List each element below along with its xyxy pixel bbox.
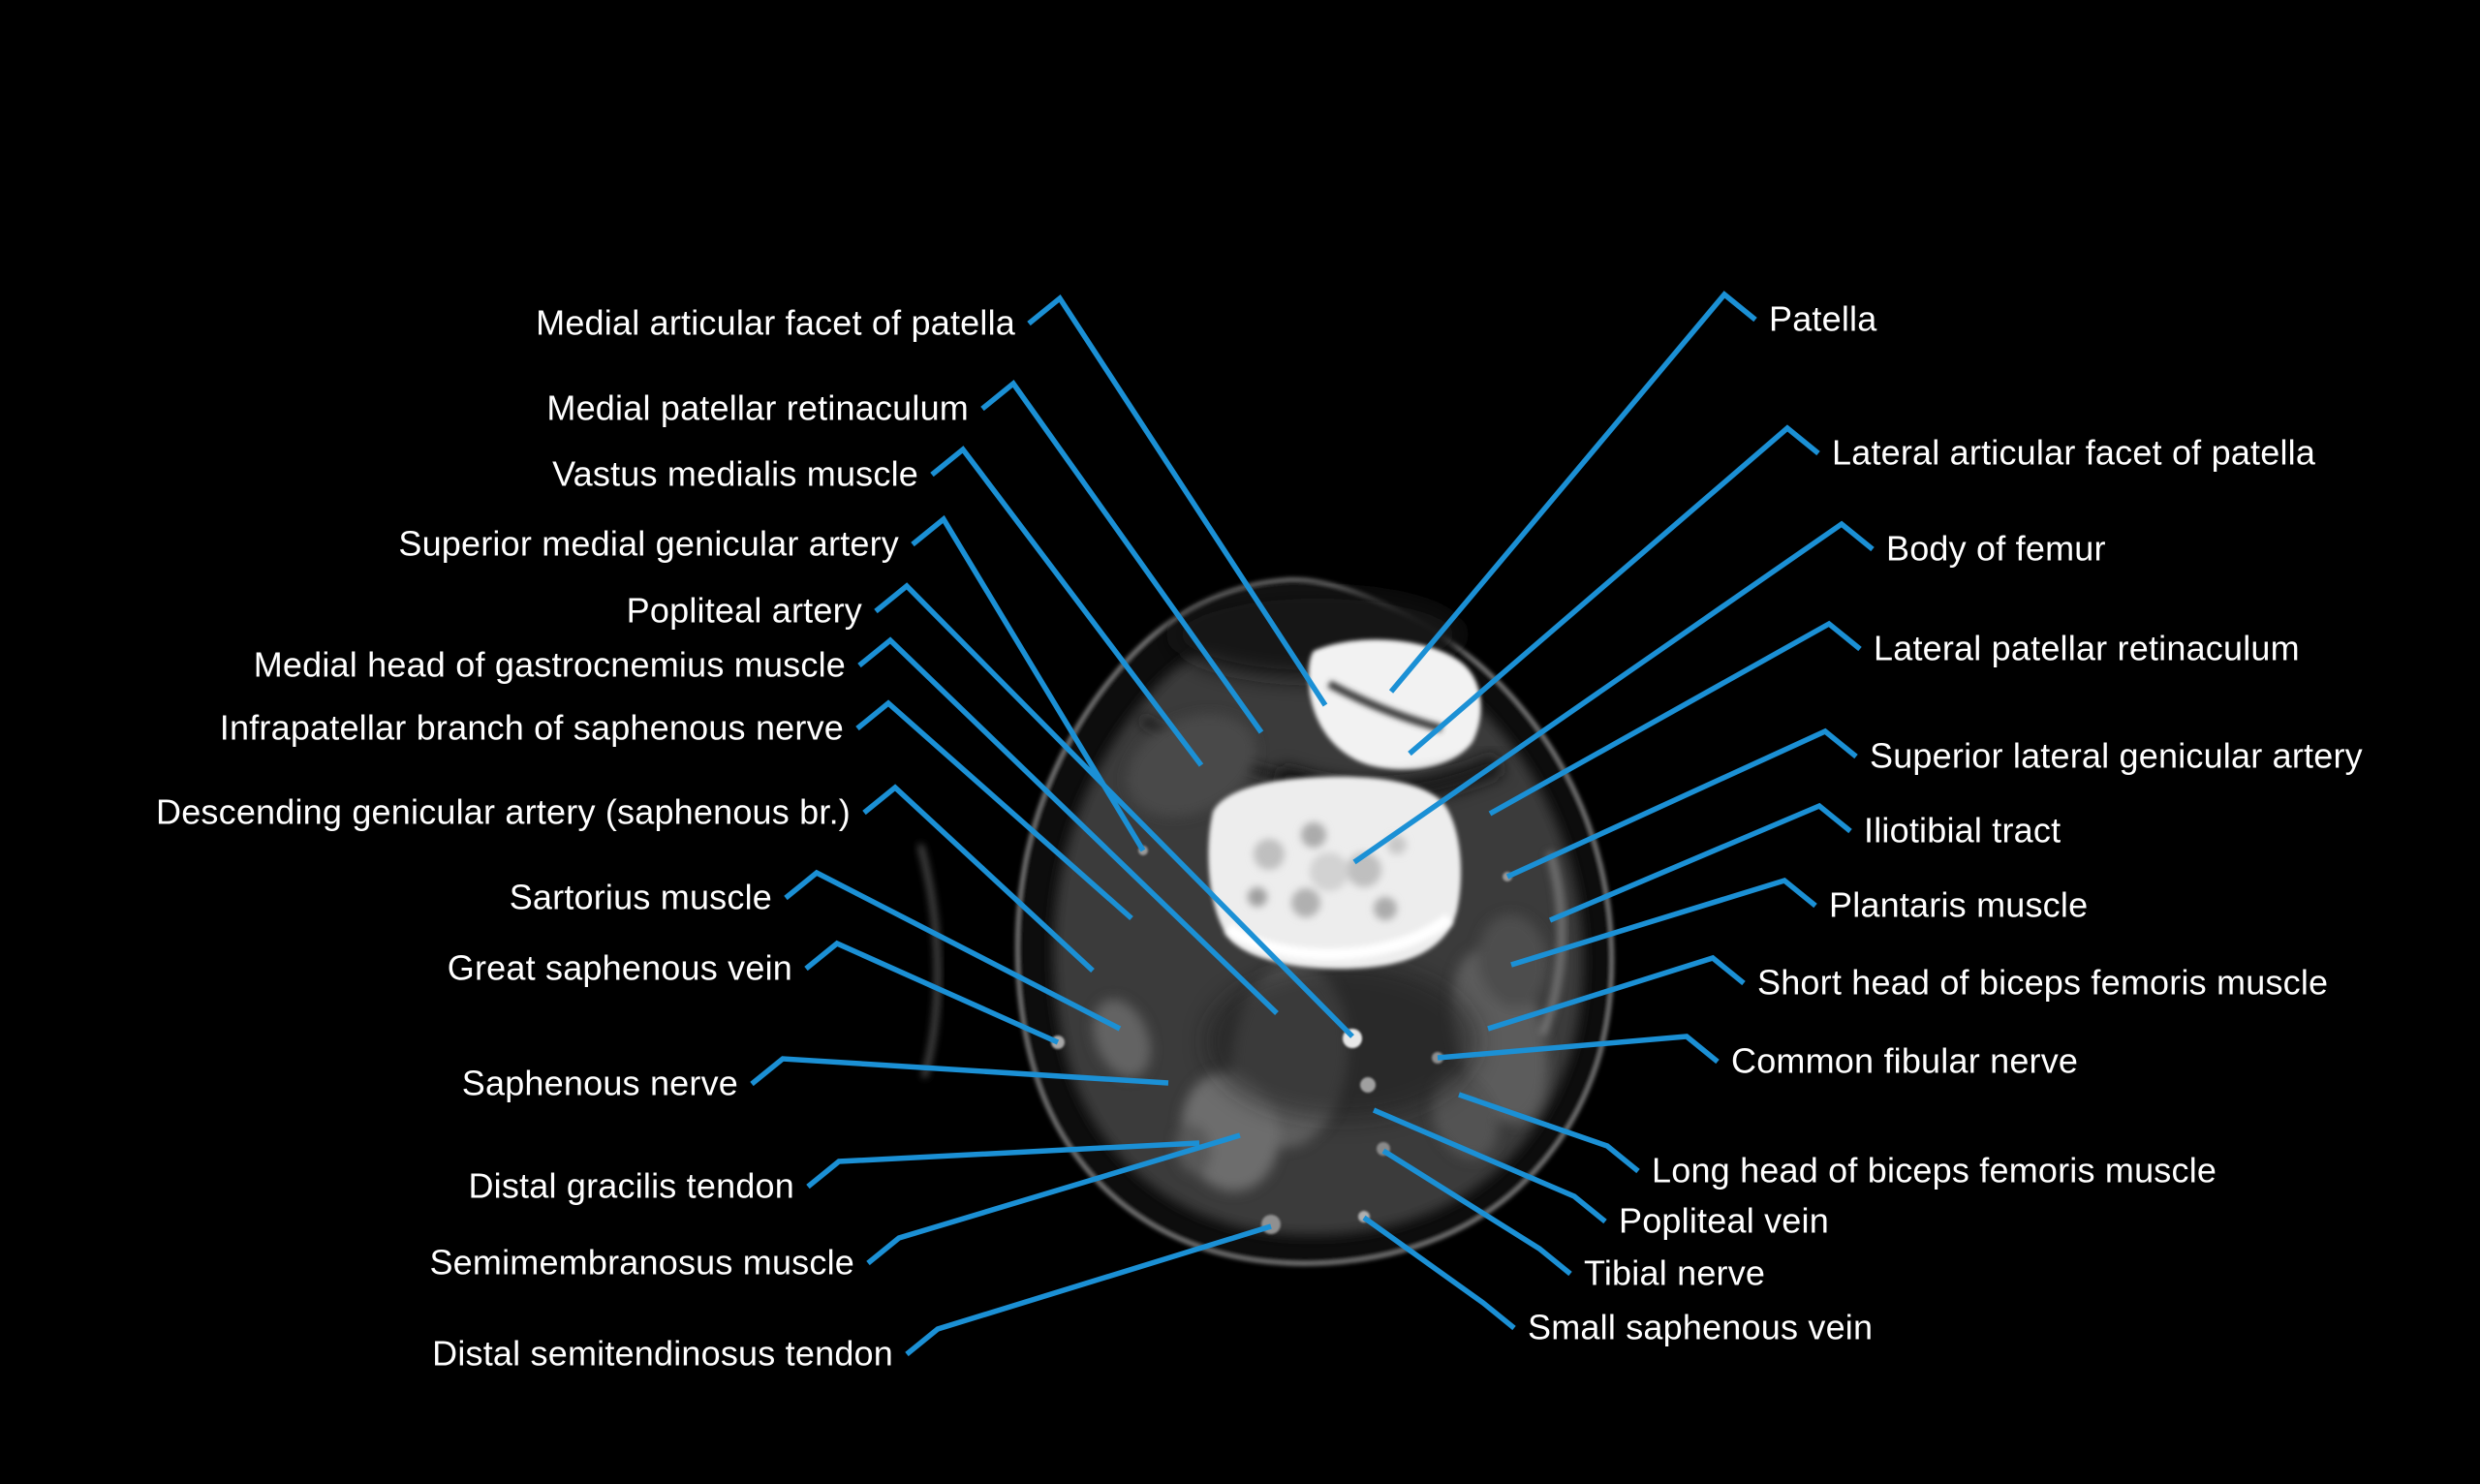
leader-line-short-head-of-biceps-femoris-muscle bbox=[1487, 954, 1746, 1032]
leader-line-superior-medial-genicular-artery bbox=[911, 514, 1146, 852]
leader-lines bbox=[750, 291, 1875, 1357]
leader-line-distal-semitendinosus-tendon bbox=[905, 1223, 1272, 1357]
leader-line-descending-genicular-artery-saphenous-br bbox=[862, 784, 1095, 974]
leader-line-small-saphenous-vein bbox=[1362, 1215, 1516, 1331]
leader-line-plantaris-muscle bbox=[1510, 877, 1817, 968]
contralateral-skin-arc bbox=[917, 844, 941, 1078]
leader-line-saphenous-nerve bbox=[750, 1056, 1169, 1087]
popliteal-vein-dot bbox=[1360, 1077, 1376, 1093]
vastus-medialis-muscle bbox=[1127, 714, 1256, 817]
leader-line-popliteal-artery bbox=[874, 582, 1354, 1038]
leader-line-medial-articular-facet-of-patella bbox=[1027, 294, 1328, 707]
sartorius-muscle bbox=[1093, 999, 1151, 1078]
leader-line-sartorius-muscle bbox=[784, 869, 1122, 1032]
iliotibial-tract-band bbox=[1538, 850, 1566, 1036]
leader-line-superior-lateral-genicular-artery bbox=[1505, 727, 1858, 880]
leader-line-vastus-medialis-muscle bbox=[930, 446, 1204, 767]
leader-line-tibial-nerve bbox=[1381, 1148, 1572, 1277]
leader-line-medial-patellar-retinaculum bbox=[980, 380, 1264, 734]
leader-line-lateral-patellar-retinaculum bbox=[1488, 620, 1862, 817]
leader-line-semimembranosus-muscle bbox=[866, 1132, 1241, 1266]
leader-line-medial-head-of-gastrocnemius-muscle bbox=[857, 636, 1279, 1015]
ct-knee-cross-section bbox=[917, 577, 1614, 1266]
patella-bone bbox=[1308, 639, 1481, 770]
patellar-ridge-cleft bbox=[1327, 680, 1443, 732]
biceps-femoris-long-head bbox=[1431, 1072, 1499, 1159]
leader-line-distal-gracilis-tendon bbox=[806, 1140, 1200, 1190]
femoral-cortex-rim bbox=[1224, 913, 1453, 961]
leader-line-common-fibular-nerve bbox=[1437, 1034, 1720, 1065]
plantaris-muscle bbox=[1477, 914, 1549, 1007]
leader-line-popliteal-vein bbox=[1372, 1107, 1607, 1224]
leader-line-lateral-articular-facet-of-patella bbox=[1408, 424, 1820, 757]
leader-line-great-saphenous-vein bbox=[804, 940, 1060, 1045]
leader-line-long-head-of-biceps-femoris-muscle bbox=[1458, 1092, 1640, 1174]
leader-line-patella bbox=[1388, 291, 1757, 694]
popliteal-fossa bbox=[1206, 964, 1477, 1119]
leader-line-iliotibial-tract bbox=[1548, 802, 1852, 923]
femur-trabecular-texture bbox=[1248, 822, 1407, 920]
leader-line-body-of-femur bbox=[1352, 520, 1875, 865]
leader-line-infrapatellar-branch-of-saphenous-nerve bbox=[855, 699, 1133, 921]
